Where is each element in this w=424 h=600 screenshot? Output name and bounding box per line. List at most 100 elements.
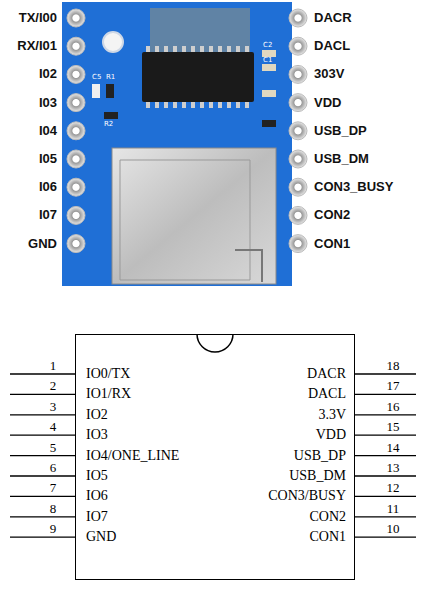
silkscreen-label: C5 — [92, 74, 101, 81]
header-pad — [289, 9, 307, 27]
pin-line — [355, 455, 416, 456]
header-pad — [67, 9, 85, 27]
ic-pin — [182, 46, 186, 52]
silkscreen-label: C2 — [263, 42, 272, 49]
ic-pin — [173, 46, 177, 52]
pin-number: 2 — [43, 379, 63, 392]
pin-name: GND — [86, 530, 116, 544]
header-pad — [67, 65, 85, 83]
pin-name: IO7 — [86, 510, 108, 524]
pin-label: RX/I01 — [0, 39, 57, 52]
ic-pin — [164, 46, 168, 52]
smd-part — [106, 84, 114, 98]
pin-lines — [10, 374, 416, 537]
pin-number: 4 — [43, 420, 63, 433]
pin-line — [10, 435, 75, 436]
header-pad — [289, 37, 307, 55]
pin-line — [355, 414, 416, 415]
header-pad — [289, 122, 307, 140]
smd-part — [92, 84, 100, 98]
pin-number: 12 — [383, 481, 403, 494]
pin-label: CON1 — [314, 237, 350, 250]
pin-name: IO2 — [86, 408, 108, 422]
pin-label: DACL — [314, 39, 350, 52]
header-pad — [289, 235, 307, 253]
pin-line — [10, 373, 75, 374]
smd-part — [104, 112, 118, 119]
header-area — [150, 8, 250, 52]
pin-label: I02 — [0, 67, 57, 80]
pin-name: 3.3V — [318, 408, 346, 422]
ic-pins — [146, 46, 249, 108]
pin-label: CON3_BUSY — [314, 180, 393, 193]
mounting-hole — [103, 32, 123, 52]
pin-label: USB_DM — [314, 152, 369, 165]
pin-line — [10, 537, 75, 538]
chip-schematic — [10, 334, 416, 537]
pin-name: CON2 — [309, 510, 346, 524]
pin-number: 11 — [383, 502, 403, 515]
smd-part — [262, 120, 276, 127]
pin-label: I06 — [0, 180, 57, 193]
pin-line — [355, 475, 416, 476]
pin-name: IO1/RX — [86, 387, 131, 401]
pin-name: CON3/BUSY — [268, 489, 346, 503]
pin-label: I04 — [0, 124, 57, 137]
pcb-board — [62, 2, 307, 286]
ic-pin — [236, 102, 240, 108]
pin-name: USB_DP — [294, 449, 346, 463]
ic-pin — [227, 102, 231, 108]
pin-line — [10, 496, 75, 497]
ic-pin — [146, 102, 150, 108]
smd-part — [262, 90, 276, 97]
pin-name: DACL — [308, 387, 346, 401]
pin-line — [355, 537, 416, 538]
pin-line — [355, 516, 416, 517]
pin-line — [355, 435, 416, 436]
ic-pin — [227, 46, 231, 52]
silkscreen-label: R2 — [104, 121, 113, 128]
pin-label: DACR — [314, 11, 352, 24]
pin-label: 303V — [314, 67, 344, 80]
ic-pin — [191, 102, 195, 108]
ic-chip — [142, 52, 254, 102]
ic-pin — [164, 102, 168, 108]
header-pad — [289, 178, 307, 196]
pin-line — [10, 455, 75, 456]
pin-number: 13 — [383, 461, 403, 474]
pin-line — [355, 496, 416, 497]
pcb-substrate — [62, 2, 292, 286]
pin-name: USB_DM — [289, 469, 346, 483]
pin-line — [10, 475, 75, 476]
ic-pin — [200, 46, 204, 52]
header-pad — [67, 206, 85, 224]
header-pad — [67, 94, 85, 112]
pin-label: GND — [0, 237, 57, 250]
header-pad — [67, 122, 85, 140]
ic-pin — [182, 102, 186, 108]
pin-label: VDD — [314, 96, 341, 109]
ic-pin — [209, 46, 213, 52]
pin-number: 18 — [383, 359, 403, 372]
ic-pin — [245, 102, 249, 108]
pin-label: I05 — [0, 152, 57, 165]
pin-name: IO0/TX — [86, 367, 130, 381]
pin-line — [355, 373, 416, 374]
sd-latch — [235, 250, 262, 282]
pin-label: I03 — [0, 96, 57, 109]
ic-pin — [236, 46, 240, 52]
pin-number: 14 — [383, 441, 403, 454]
chip-notch — [197, 334, 233, 352]
pin-number: 5 — [43, 441, 63, 454]
pin-label: CON2 — [314, 208, 350, 221]
pin-number: 16 — [383, 400, 403, 413]
header-pad — [289, 150, 307, 168]
sd-card-slot — [112, 148, 276, 284]
ic-pin — [155, 46, 159, 52]
pin-number: 7 — [43, 481, 63, 494]
pin-name: IO5 — [86, 469, 108, 483]
header-pads — [67, 9, 307, 253]
ic-pin — [218, 102, 222, 108]
ic-pin — [146, 46, 150, 52]
